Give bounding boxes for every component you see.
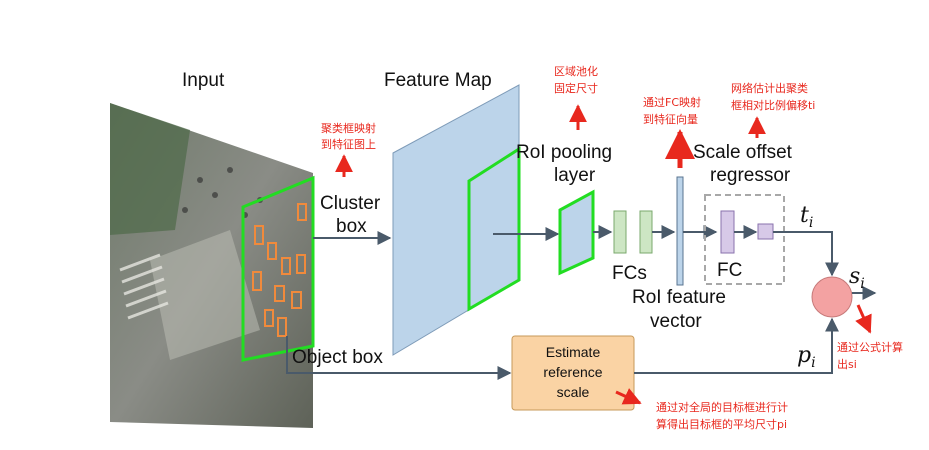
roi-feature-label-1: RoI feature bbox=[632, 287, 726, 308]
cluster-box-outline bbox=[241, 175, 315, 362]
object-box-label: Object box bbox=[292, 347, 383, 368]
svg-text:框相对比例偏移ti: 框相对比例偏移ti bbox=[731, 98, 815, 112]
feature-map-label: Feature Map bbox=[384, 70, 492, 91]
annotation-cluster-map: 聚类框映射 到特征图上 bbox=[321, 121, 376, 177]
regressor-box bbox=[704, 194, 785, 285]
svg-text:聚类框映射: 聚类框映射 bbox=[321, 121, 376, 135]
annotation-global: 通过对全局的目标框进行计 算得出目标框的平均尺寸pi bbox=[615, 388, 788, 431]
svg-text:区域池化: 区域池化 bbox=[554, 64, 598, 78]
scale-offset-label-2: regressor bbox=[710, 165, 791, 186]
p-symbol: pi bbox=[797, 343, 816, 371]
s-symbol: si bbox=[849, 264, 865, 292]
svg-text:固定尺寸: 固定尺寸 bbox=[554, 81, 598, 95]
annotation-roi-pool: 区域池化 固定尺寸 bbox=[554, 64, 598, 130]
roi-pooling-block bbox=[558, 189, 595, 276]
svg-text:到特征向量: 到特征向量 bbox=[643, 112, 698, 126]
regressor-output bbox=[757, 223, 774, 240]
annotation-formula: 通过公式计算 出si bbox=[837, 304, 903, 371]
roi-feature-label-2: vector bbox=[650, 311, 702, 332]
svg-text:到特征图上: 到特征图上 bbox=[321, 137, 376, 151]
svg-text:算得出目标框的平均尺寸pi: 算得出目标框的平均尺寸pi bbox=[656, 417, 787, 431]
combine-circle bbox=[811, 276, 853, 318]
input-image bbox=[110, 103, 315, 428]
object-box-arrow bbox=[286, 336, 512, 380]
p-to-circle-arrow bbox=[634, 317, 839, 374]
box-label: box bbox=[336, 216, 367, 237]
svg-text:通过FC映射: 通过FC映射 bbox=[643, 95, 701, 109]
estimate-label-1: Estimate bbox=[546, 344, 601, 360]
fc-layer-2 bbox=[639, 210, 653, 254]
svg-text:出si: 出si bbox=[837, 357, 857, 371]
svg-text:通过对全局的目标框进行计: 通过对全局的目标框进行计 bbox=[656, 400, 788, 414]
fc-label: FC bbox=[717, 260, 742, 281]
svg-text:网络估计出聚类: 网络估计出聚类 bbox=[731, 81, 808, 95]
fc-layer-1 bbox=[613, 210, 627, 254]
feature-map-roi bbox=[467, 146, 521, 312]
roi-pooling-label-2: layer bbox=[554, 165, 596, 186]
t-to-circle-arrow bbox=[773, 231, 839, 277]
estimate-label-3: scale bbox=[557, 384, 590, 400]
annotation-fc-map: 通过FC映射 到特征向量 bbox=[643, 95, 701, 168]
estimate-label-2: reference bbox=[543, 364, 602, 380]
svg-text:通过公式计算: 通过公式计算 bbox=[837, 340, 903, 354]
roi-feature-vector bbox=[676, 176, 684, 286]
input-label: Input bbox=[182, 70, 225, 91]
fcs-label: FCs bbox=[612, 263, 647, 284]
regressor-fc bbox=[720, 210, 735, 254]
annotation-net-estimate: 网络估计出聚类 框相对比例偏移ti bbox=[731, 81, 815, 138]
feature-map bbox=[392, 84, 520, 356]
object-boxes bbox=[252, 203, 307, 337]
cluster-label: Cluster bbox=[320, 193, 381, 214]
scale-offset-label-1: Scale offset bbox=[693, 142, 793, 163]
t-symbol: ti bbox=[800, 203, 813, 231]
roi-pooling-label-1: RoI pooling bbox=[516, 142, 612, 163]
